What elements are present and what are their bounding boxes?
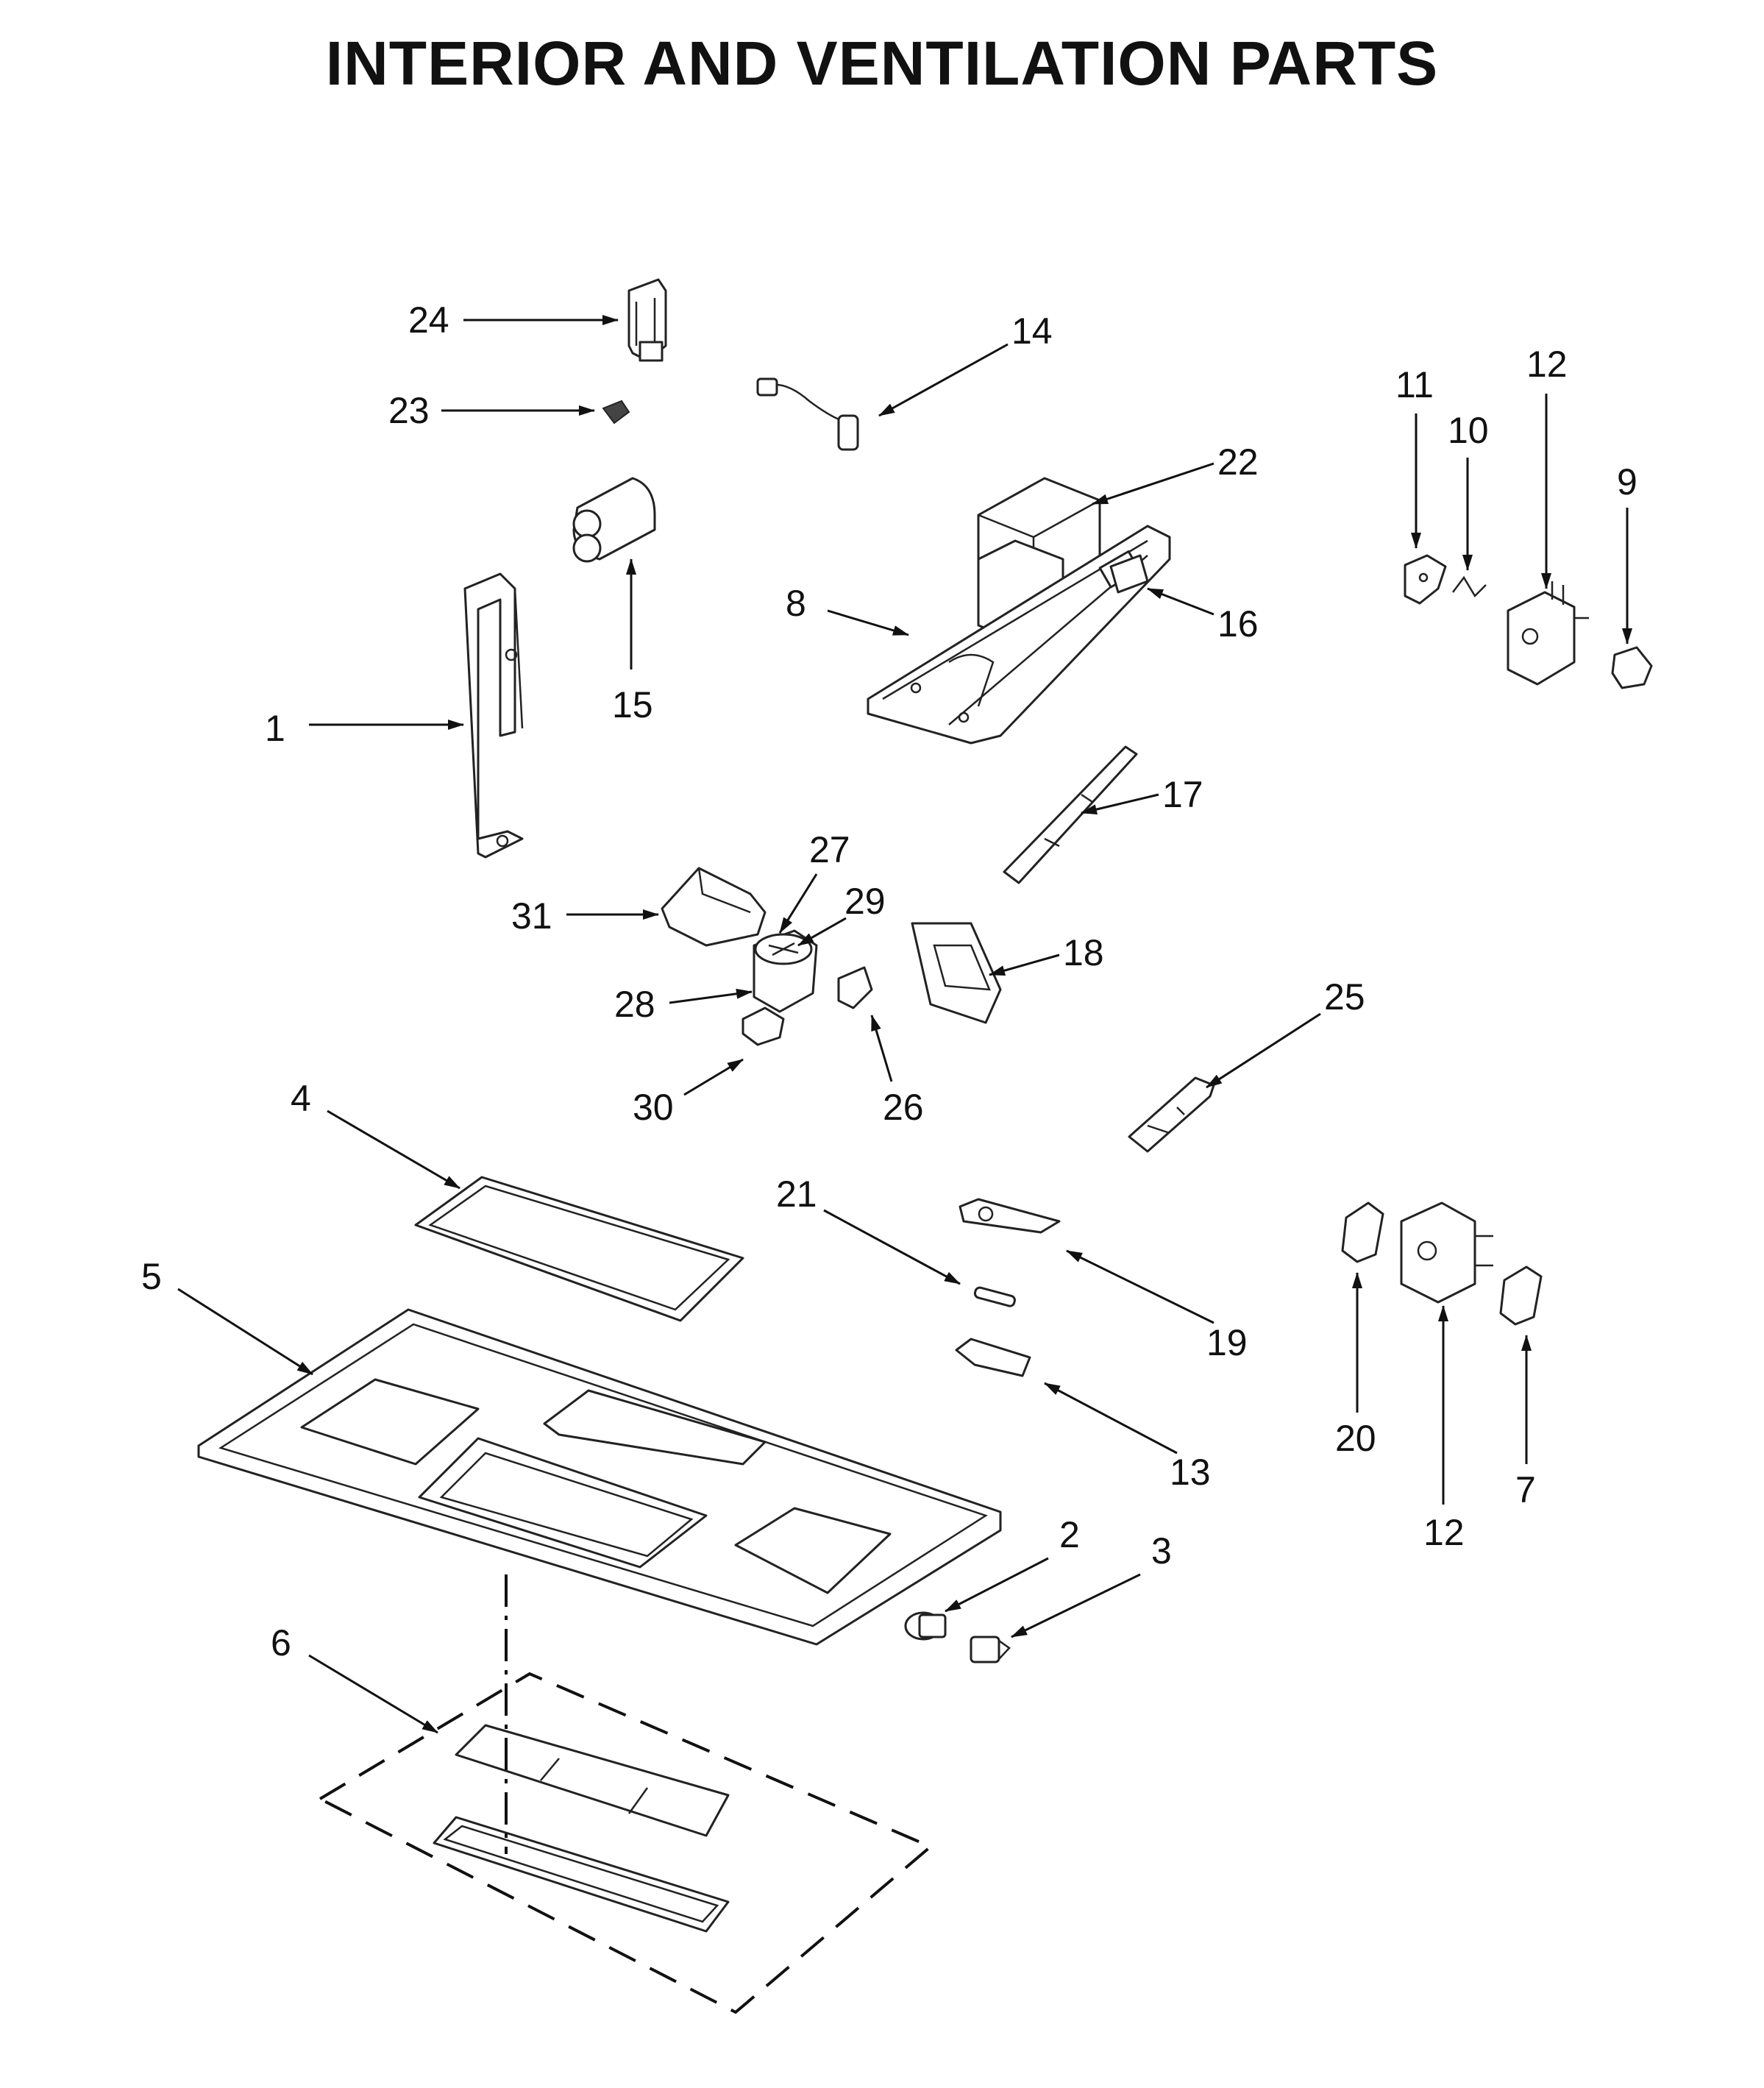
callout-31: 31 xyxy=(511,895,659,937)
part-18-damper xyxy=(911,922,1002,1024)
callout-13: 14 xyxy=(878,310,1053,417)
part-2-fitting xyxy=(904,1611,947,1641)
part-25-bar xyxy=(1128,1076,1215,1153)
callout-16: 19 xyxy=(1066,1249,1248,1363)
svg-text:27: 27 xyxy=(809,829,850,870)
part-19-switch xyxy=(1341,1201,1384,1263)
callout-2: 2 xyxy=(945,1514,1080,1613)
svg-text:15: 15 xyxy=(612,684,653,725)
callout-4: 4 xyxy=(291,1078,460,1190)
part-16-socket xyxy=(959,1198,1061,1234)
callout-21: 21 xyxy=(776,1173,961,1285)
callout-15: 16 xyxy=(1147,587,1259,644)
svg-text:12: 12 xyxy=(1526,344,1568,385)
svg-text:17: 17 xyxy=(1162,774,1203,815)
svg-text:16: 16 xyxy=(1217,603,1259,644)
svg-text:2: 2 xyxy=(1059,1514,1080,1555)
part-15-thermal-cutoff xyxy=(1109,554,1149,594)
callout-30: 30 xyxy=(633,1058,744,1128)
callout-3: 3 xyxy=(1011,1530,1172,1638)
callout-10: 10 xyxy=(1448,410,1489,571)
part-13-diode xyxy=(756,377,859,451)
svg-text:9: 9 xyxy=(1617,461,1637,503)
svg-text:19: 19 xyxy=(1206,1322,1248,1363)
part-4-glass-panel xyxy=(414,1176,744,1322)
svg-text:4: 4 xyxy=(291,1078,311,1119)
part-31-duct xyxy=(661,867,767,947)
svg-text:29: 29 xyxy=(844,881,886,922)
part-7-switch xyxy=(1499,1265,1543,1326)
svg-text:23: 23 xyxy=(388,390,430,431)
svg-text:21: 21 xyxy=(776,1173,817,1215)
svg-text:14: 14 xyxy=(1011,310,1053,352)
callout-5: 5 xyxy=(141,1256,313,1376)
part-5-cavity-panel xyxy=(197,1308,1002,1646)
svg-text:20: 20 xyxy=(1335,1418,1376,1459)
part-26-clip xyxy=(837,966,873,1009)
callout-20: 13 xyxy=(1044,1382,1211,1493)
callout-1: 1 xyxy=(265,708,464,749)
callout-8: 8 xyxy=(786,583,909,636)
callout-26: 26 xyxy=(870,1015,924,1128)
svg-text:10: 10 xyxy=(1448,410,1489,451)
callout-18: 18 xyxy=(989,932,1104,976)
svg-text:22: 22 xyxy=(1217,441,1259,483)
svg-text:31: 31 xyxy=(511,895,552,937)
callout-25: 25 xyxy=(1206,976,1365,1089)
part-28-fan-motor xyxy=(753,929,818,1013)
svg-text:5: 5 xyxy=(141,1256,162,1297)
callout-14: 15 xyxy=(612,558,653,725)
svg-text:25: 25 xyxy=(1324,976,1365,1018)
part-10-spring xyxy=(1452,575,1487,598)
part-30-bracket xyxy=(741,1006,785,1046)
callout-24: 24 xyxy=(408,299,619,341)
svg-text:7: 7 xyxy=(1515,1469,1536,1510)
svg-text:28: 28 xyxy=(614,984,655,1025)
svg-text:3: 3 xyxy=(1151,1530,1172,1572)
part-1-bracket xyxy=(463,572,524,859)
svg-text:6: 6 xyxy=(271,1622,291,1663)
svg-text:24: 24 xyxy=(408,299,449,341)
callout-7: 7 xyxy=(1515,1335,1536,1510)
svg-text:18: 18 xyxy=(1063,932,1104,973)
part-20-cover xyxy=(955,1338,1031,1377)
callout-19: 20 xyxy=(1335,1272,1376,1459)
svg-text:1: 1 xyxy=(265,708,285,749)
part-21-bulb xyxy=(973,1286,1016,1307)
callout-11: 11 xyxy=(1395,364,1434,549)
callout-9: 9 xyxy=(1617,461,1637,644)
callout-22: 23 xyxy=(388,390,595,431)
part-22-clip xyxy=(602,400,630,425)
part-17-rail xyxy=(1003,745,1138,884)
callout-12-top: 12 xyxy=(1526,344,1568,589)
callout-12-bottom: 12 xyxy=(1423,1305,1465,1553)
svg-text:30: 30 xyxy=(633,1087,674,1128)
svg-text:13: 13 xyxy=(1170,1452,1211,1493)
callout-23: 22 xyxy=(1092,441,1259,505)
diagram-title: INTERIOR AND VENTILATION PARTS xyxy=(325,29,1439,98)
callout-27: 27 xyxy=(778,829,850,934)
svg-text:26: 26 xyxy=(883,1087,924,1128)
part-24-bracket xyxy=(627,278,667,362)
part-3-fitting xyxy=(970,1636,1011,1663)
callouts: 24 23 14 15 22 8 16 1 xyxy=(141,299,1637,1734)
part-11-actuator xyxy=(1404,554,1447,605)
callout-28: 28 xyxy=(614,984,753,1025)
callout-29: 29 xyxy=(797,881,886,947)
callout-6: 6 xyxy=(271,1622,438,1734)
svg-text:11: 11 xyxy=(1395,364,1434,405)
part-6-filter xyxy=(433,1724,730,1933)
svg-text:8: 8 xyxy=(786,583,806,624)
part-12-switch-holder-bottom xyxy=(1400,1201,1493,1304)
part-14-capacitor xyxy=(572,477,656,563)
filter-group-outline xyxy=(316,1672,933,2014)
callout-17: 17 xyxy=(1081,774,1203,815)
part-12-switch-holder-top xyxy=(1507,581,1589,686)
svg-text:12: 12 xyxy=(1423,1512,1465,1553)
part-9-switch xyxy=(1611,646,1653,689)
